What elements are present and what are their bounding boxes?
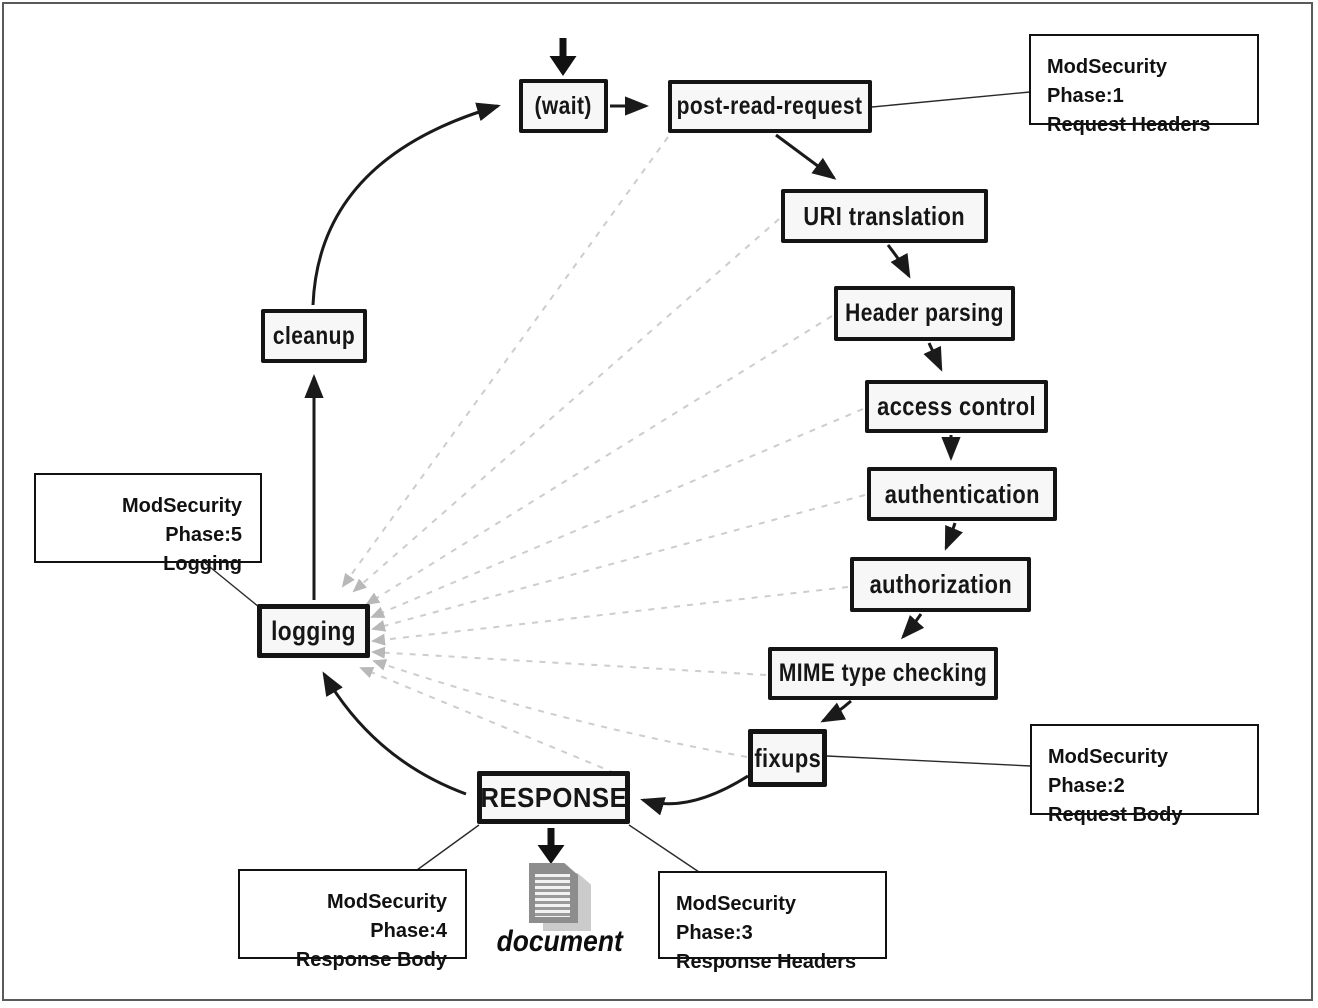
dashed-arrow-response-to-logging [359, 667, 628, 779]
note-phase1-line1: ModSecurity Phase:1 [1047, 56, 1168, 107]
dashed-arrow-post-read-request-to-logging [341, 136, 669, 588]
arrow-uri-to-header-parsing [886, 244, 911, 279]
note-phase3-line2: Response Headers [676, 951, 857, 973]
note-phase1-line2: Request Headers [1047, 114, 1211, 136]
stage-mime-type-checking: MIME type checking [768, 647, 998, 700]
stage-post-read-request-label: post-read-request [677, 92, 863, 120]
note-phase4-line2: Response Body [295, 949, 447, 971]
document-label: document [480, 925, 640, 959]
stage-fixups: fixups [748, 729, 827, 787]
stage-response-label: RESPONSE [480, 781, 627, 813]
entry-arrow [549, 38, 577, 76]
stage-logging: logging [257, 604, 370, 658]
dashed-arrow-authorization-to-logging [371, 586, 849, 646]
stage-response: RESPONSE [477, 771, 630, 824]
stage-authorization-label: authorization [869, 569, 1012, 599]
dashed-arrow-authentication-to-logging [371, 494, 866, 632]
stage-uri-translation-label: URI translation [803, 200, 966, 231]
stage-uri-translation: URI translation [781, 189, 988, 243]
note-modsecurity-phase3: ModSecurity Phase:3 Response Headers [658, 871, 887, 973]
dashed-arrow-fixups-to-logging [372, 659, 748, 758]
note-phase5-line1: ModSecurity Phase:5 [121, 495, 242, 546]
stage-access-control: access control [865, 380, 1048, 433]
response-to-document-arrow [537, 828, 565, 864]
stage-cleanup: cleanup [261, 309, 367, 363]
stage-cleanup-label: cleanup [272, 321, 356, 350]
document-icon-lines [535, 874, 570, 917]
note-line-phase4 [416, 824, 480, 871]
arrow-post-read-request-to-uri [775, 133, 837, 180]
document-label-text: document [496, 925, 624, 958]
dashed-arrow-header-parsing-to-logging [365, 315, 833, 606]
arrow-fixups-to-response [640, 774, 749, 816]
note-line-phase2 [826, 755, 1032, 767]
stage-wait: (wait) [519, 79, 608, 133]
note-phase2-line2: Request Body [1048, 804, 1183, 826]
note-line-phase5 [204, 562, 260, 608]
note-modsecurity-phase4: ModSecurity Phase:4 Response Body [238, 869, 467, 971]
stage-authentication: authentication [867, 467, 1057, 521]
arrow-authentication-to-authorization [944, 522, 963, 551]
stage-mime-type-checking-label: MIME type checking [778, 659, 988, 687]
arrow-response-to-logging [322, 671, 467, 796]
stage-access-control-label: access control [877, 391, 1036, 421]
note-phase5-line2: Logging [163, 553, 242, 575]
stage-authorization: authorization [850, 557, 1031, 612]
arrow-authorization-to-mime [900, 613, 925, 640]
dashed-arrow-mime-type-checking-to-logging [371, 646, 767, 676]
note-phase2-line1: ModSecurity Phase:2 [1048, 746, 1169, 797]
stage-wait-label: (wait) [534, 91, 593, 120]
note-modsecurity-phase1: ModSecurity Phase:1 Request Headers [1029, 34, 1259, 136]
note-phase4-line1: ModSecurity Phase:4 [326, 891, 447, 942]
note-modsecurity-phase5: ModSecurity Phase:5 Logging [34, 473, 262, 575]
arrow-mime-to-fixups [820, 699, 852, 723]
stage-header-parsing-label: Header parsing [845, 299, 1004, 327]
stage-fixups-label: fixups [754, 742, 821, 773]
stage-logging-label: logging [271, 615, 356, 646]
dashed-arrow-uri-translation-to-logging [352, 218, 780, 593]
dashed-arrow-access-control-to-logging [370, 408, 864, 618]
stage-authentication-label: authentication [884, 478, 1040, 509]
note-line-phase3 [628, 824, 700, 873]
stage-post-read-request: post-read-request [668, 80, 872, 133]
arrow-header-parsing-to-access [923, 342, 943, 372]
arrow-cleanup-to-wait [311, 102, 501, 306]
note-phase3-line1: ModSecurity Phase:3 [676, 893, 797, 944]
stage-header-parsing: Header parsing [834, 286, 1015, 341]
note-line-phase1 [871, 91, 1031, 108]
note-modsecurity-phase2: ModSecurity Phase:2 Request Body [1030, 724, 1259, 826]
